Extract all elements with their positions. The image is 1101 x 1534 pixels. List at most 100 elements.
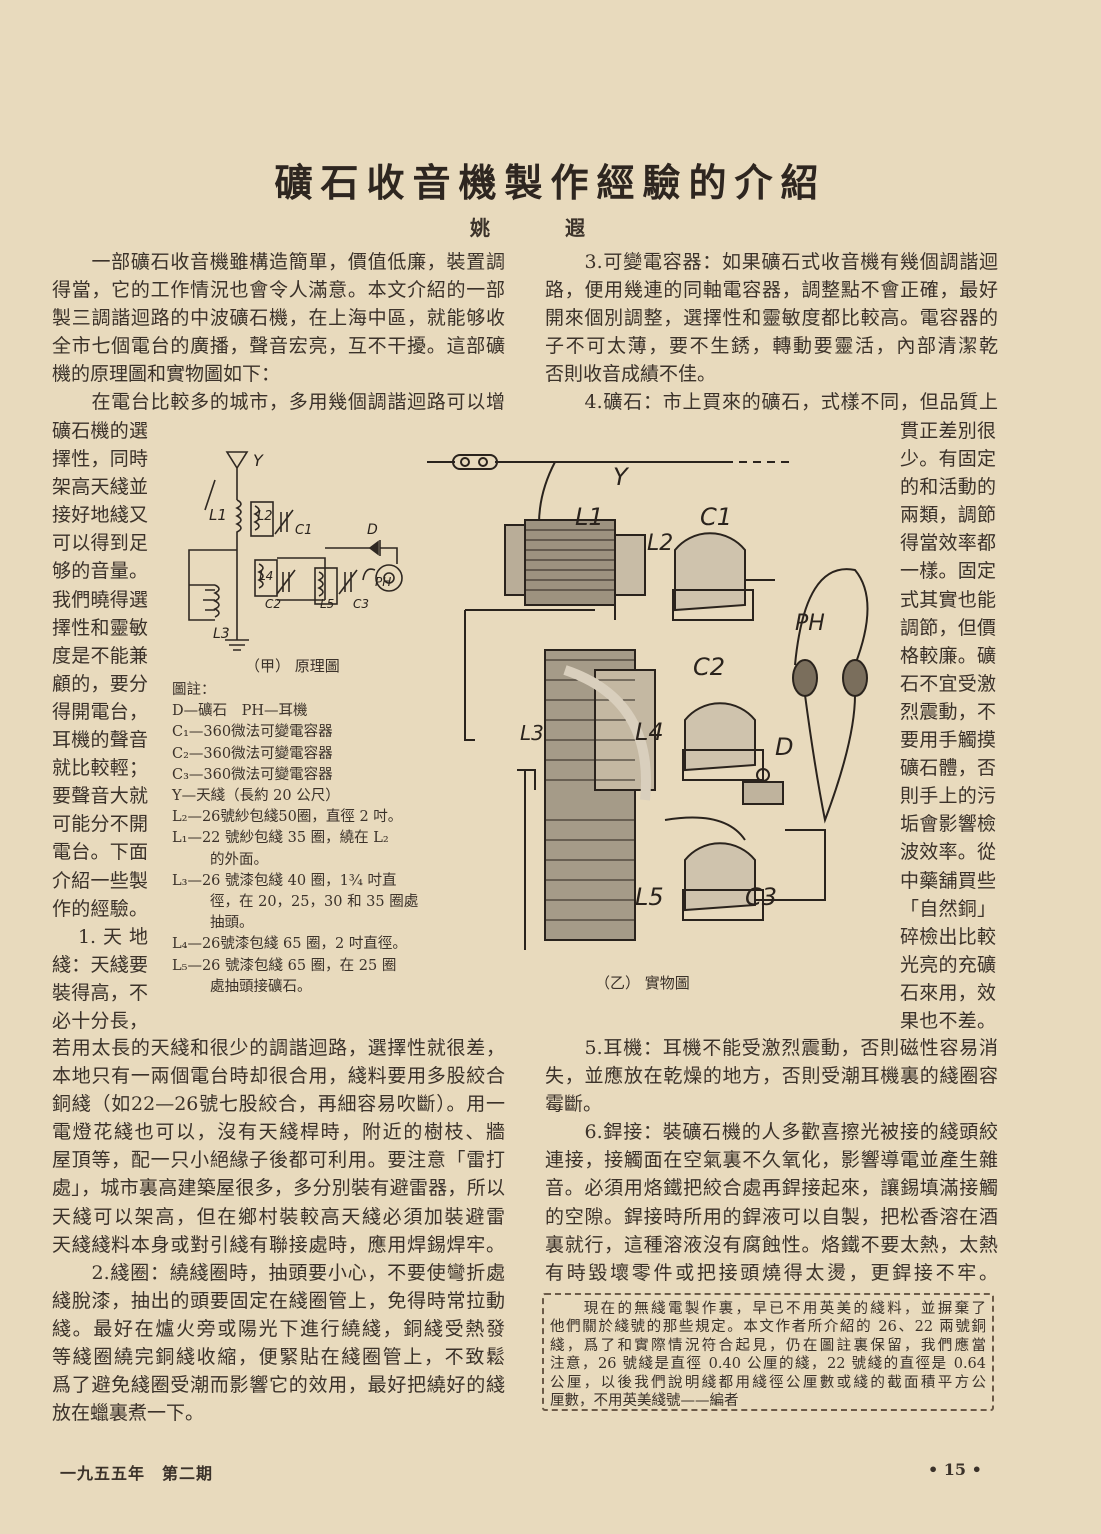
text-line: 開來個別調整，選擇性和靈敏度都比較高。電容器的片 [545,307,998,330]
right-column-intro: 3.可變電容器：如果礦石式收音機有幾個調諧迴路，便用幾連的同軸電容器，調整點不會… [545,248,998,417]
text-line: 屋頂等，配一只小絕緣子後都可利用。要注意「雷打高 [52,1149,505,1172]
text-line: 式其實也能 [900,588,996,611]
text-line: 機的原理圖和實物圖如下： [52,363,281,386]
label-L1: L1 [209,506,227,524]
text-line: 霉斷。 [545,1093,603,1116]
text-line: 有時毀壞零件或把接頭燒得太燙，更銲接不牢。 [545,1261,998,1284]
text-line: 4.礦石：市上買來的礦石，式樣不同，但品質上的 [584,391,998,414]
label-D: D [775,733,793,761]
text-line: 天綫可以架高，但在鄉村裝較高天綫必須加裝避雷器。 [52,1205,505,1228]
text-line: 3.可變電容器：如果礦石式收音機有幾個調諧迴 [545,251,998,273]
text-line: 得當效率都 [900,532,996,555]
text-line: 綫：天綫要 [52,953,148,976]
text-line: 調節，但價 [900,616,996,639]
legend-item: 抽頭。 [210,915,254,932]
text-line: 介紹一些製 [52,869,148,892]
text-line: 若用太長的天綫和很少的調諧迴路，選擇性就很差，但 [52,1037,505,1059]
text-line: 天綫綫料本身或對引綫有聯接處時，應用焊錫焊牢。 [52,1233,505,1256]
text-line: 失，並應放在乾燥的地方，否則受潮耳機裏的綫圈容易 [545,1065,998,1088]
text-line: 得當，它的工作情況也會令人滿意。本文介紹的一部自 [52,279,505,302]
legend-item: L₄—26號漆包綫 65 圈，2 吋直徑。 [172,936,407,953]
label-L5: L5 [320,597,334,611]
label-C1: C1 [700,503,732,531]
capacitor-C1-icon [274,509,294,535]
text-line: 我們曉得選 [52,588,148,611]
text-line: 耳機的聲音 [52,729,148,752]
legend-item: L₃—26 號漆包綫 40 圈，1¾ 吋直 [172,872,397,889]
text-line: 礦石機的選 [52,420,148,442]
text-line: 銅綫（如22—26號七股絞合，再細容易吹斷）。用一股 [52,1093,505,1116]
ground-icon [225,639,249,651]
legend-item: L₂—26號紗包綫50圈，直徑 2 吋。 [172,809,403,826]
text-line: 擇性和靈敏 [52,616,148,639]
text-line: 度是不能兼 [52,644,148,667]
schematic-diagram: Y L1 L2 C1 L4 C2 L5 C3 D PH L3 [188,451,403,651]
label-C1: C1 [295,523,312,538]
label-PH: PH [375,575,391,589]
label-L3: L3 [213,626,230,642]
text-line: 電台。下面 [52,841,148,864]
note-line: 注意，26 號綫是直徑 0.40 公厘的綫，22 號綫的直徑是 0.64 [550,1356,986,1373]
text-line: 「自然銅」敲 [900,897,996,920]
text-line: 本地只有一兩個電台時却很合用，綫料要用多股絞合的 [52,1065,505,1088]
label-L5: L5 [635,883,664,911]
text-line: 得開電台， [52,700,148,723]
text-line: 等綫圈繞完銅綫收縮，便緊貼在綫圈管上，不致鬆脫。 [52,1346,505,1369]
text-line: 顧的，要分 [52,672,148,695]
article-author: 姚 遐 [470,216,619,240]
text-line: 貫正差別很 [900,420,996,442]
legend-item: Y—天綫（長約 20 公尺） [172,788,340,805]
text-line: 可能分不開 [52,813,148,836]
antenna-icon [225,451,249,500]
text-line: 一部礦石收音機雖構造簡單，價值低廉，裝置調整 [91,251,505,273]
crystal-detector-icon [742,768,784,805]
text-line: 要用手觸摸 [900,729,996,752]
note-line: 綫，爲了和實際情況符合起見，仍在圖註裏保留，我們應當 [550,1337,986,1354]
text-line: 6.銲接：裝礦石機的人多歡喜擦光被接的綫頭絞合 [584,1121,998,1144]
text-line: 否則收音成績不佳。 [545,363,717,386]
left-column-intro: 一部礦石收音機雖構造簡單，價值低廉，裝置調整得當，它的工作情況也會令人滿意。本文… [52,248,505,417]
right-column-lower-text: 5.耳機：耳機不能受激烈震動，否則磁性容易消失，並應放在乾燥的地方，否則受潮耳機… [545,1034,998,1287]
text-line: 子不可太薄，要不生銹，轉動要靈活，內部清潔乾燥， [545,335,998,358]
label-Y: Y [613,463,630,491]
right-column-wrapped-text: 貫正差別很少。有固定的和活動的兩類，調節得當效率都一樣。固定式其實也能調節，但價… [900,417,996,1035]
text-line: 爲了避免綫圈受潮而影響它的效用，最好把繞好的綫圈 [52,1374,505,1397]
coil-L1-L2-icon [504,519,646,606]
label-D: D [367,522,378,538]
label-C3: C3 [745,883,777,911]
variable-capacitor-C1-icon [672,532,775,621]
text-line: 5.耳機：耳機不能受激烈震動，否則磁性容易消 [545,1037,998,1059]
text-line: 的和活動的 [900,476,996,499]
text-line: 全市七個電台的廣播，聲音宏亮，互不干擾。這部礦石 [52,335,505,358]
text-line: 兩類，調節 [900,504,996,527]
note-line: 他們關於綫號的那些規定。本文作者所介紹的 26、22 兩號銅 [550,1319,986,1336]
pictorial-diagram: Y L1 L2 C1 L3 L4 L5 C2 D C3 PH [427,454,869,950]
label-L3: L3 [520,721,544,745]
text-line: 連接，接觸面在空氣裏不久氧化，影響導電並產生雜 [545,1149,998,1172]
text-line: 石來用，效 [900,981,996,1004]
crystal-diode-icon [325,540,398,564]
capacitor-C2-icon [276,569,296,595]
text-line: 綫。最好在爐火旁或陽光下進行繞綫，銅綫受熱發漲， [52,1317,505,1340]
legend-item: 徑，在 20，25，30 和 35 圈處 [210,894,419,911]
text-line: 光亮的充礦 [900,953,996,976]
text-line: 格較廉。礦 [900,644,996,667]
label-L4: L4 [635,718,664,746]
text-line: 擇性，同時 [52,448,148,471]
text-line: 電燈花綫也可以，沒有天綫桿時，附近的樹枝、牆角、 [52,1121,505,1144]
legend-item: D—礦石 PH—耳機 [172,703,308,720]
text-line: 可以得到足 [52,532,148,555]
article-title: 礦石收音機製作經驗的介紹 [274,160,827,205]
legend-item: L₅—26 號漆包綫 65 圈，在 25 圈 [172,957,397,974]
text-line: 就比較輕； [52,757,148,780]
text-line: 製三調諧迴路的中波礦石機，在上海中區，就能够收聽 [52,307,505,330]
label-L2: L2 [647,531,673,556]
label-C2: C2 [265,597,281,611]
label-PH: PH [795,611,825,636]
label-L1: L1 [575,503,604,531]
issue-info: 一九五五年 第二期 [60,1464,214,1483]
text-line: 裝得高，不 [52,981,148,1004]
text-line: 少。有固定 [900,448,996,471]
text-line: 中藥舖買些 [900,869,996,892]
text-line: 礦石體，否 [900,757,996,780]
